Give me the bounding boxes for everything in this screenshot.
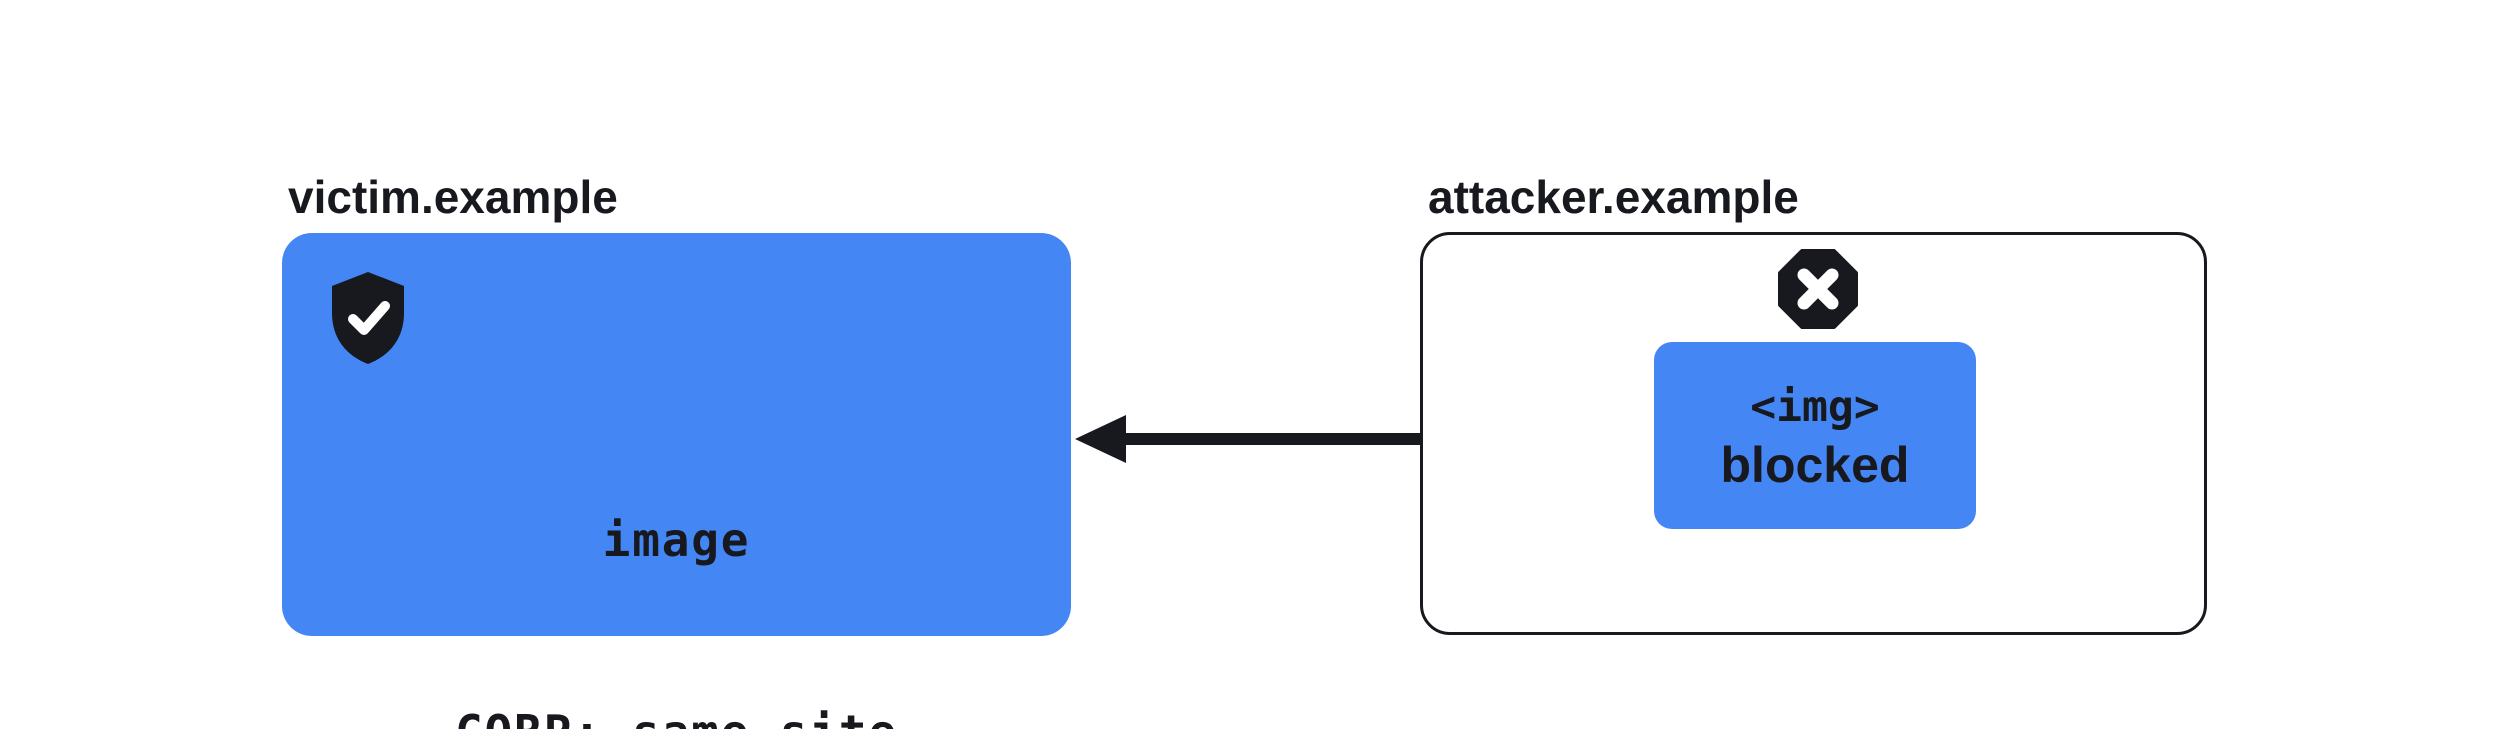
victim-domain-label: victim.example [288,171,618,223]
victim-resource-line1: image [602,513,751,567]
victim-resource-line2: CORP: same-site [282,700,1071,729]
blocked-request-card: <img> blocked [1654,342,1976,529]
victim-resource-text: image CORP: same-site [282,380,1071,729]
blocked-request-line1: <img> [1750,381,1880,432]
blocked-octagon-icon [1778,249,1858,329]
attacker-page-card: <img> blocked [1420,232,2207,635]
victim-resource-card: image CORP: same-site [282,233,1071,729]
shield-check-icon [332,272,404,364]
attacker-domain-label: attacker.example [1428,171,1799,223]
blocked-request-line2: blocked [1720,436,1910,493]
